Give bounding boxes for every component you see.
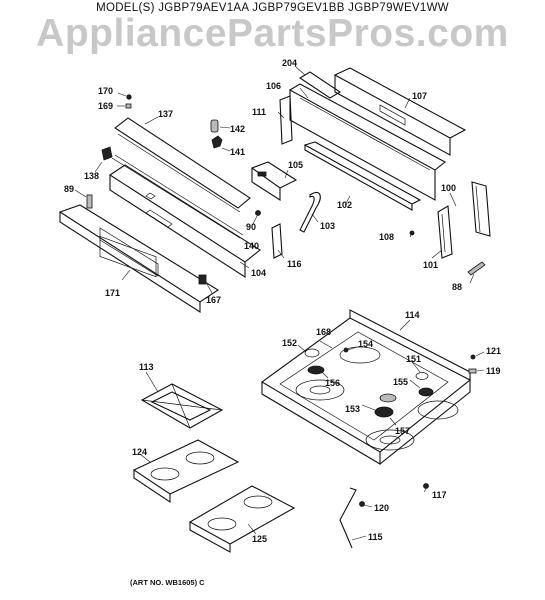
callout-116: 116: [287, 259, 302, 269]
callout-107: 107: [412, 91, 427, 101]
part-155-burner: [418, 387, 434, 397]
callout-104: 104: [251, 268, 266, 278]
callout-138: 138: [84, 171, 99, 181]
callout-125: 125: [252, 534, 267, 544]
watermark-text: AppliancePartsPros.com: [36, 12, 509, 55]
callout-119: 119: [486, 366, 501, 376]
model-numbers: MODEL(S) JGBP79AEV1AA JGBP79GEV1BB JGBP7…: [96, 2, 449, 14]
part-169-clip: [117, 103, 132, 109]
part-167-clip: [198, 274, 213, 294]
part-100-end-cap: [471, 181, 491, 237]
callout-101: 101: [423, 260, 438, 270]
part-panel-frame: [108, 164, 261, 279]
art-number: (ART NO. WB1605) C: [130, 578, 205, 587]
callout-89: 89: [64, 184, 74, 194]
part-138-bracket: [94, 146, 113, 173]
part-90-screw: [251, 210, 261, 227]
part-101-end-cap: [437, 205, 453, 259]
part-141-valve: [211, 135, 231, 152]
part-89-spacer: [74, 189, 93, 209]
part-171-control-panel: [58, 204, 220, 314]
part-154-orifice: [343, 347, 349, 353]
callout-152: 152: [282, 338, 297, 348]
part-204-strip: [294, 65, 342, 99]
callout-168: 168: [316, 327, 331, 337]
callout-204: 204: [282, 58, 297, 68]
part-157-cap: [379, 393, 397, 403]
part-119-clip: [468, 368, 477, 374]
callout-171: 171: [105, 288, 120, 298]
callout-155: 155: [393, 377, 408, 387]
callout-124: 124: [132, 447, 147, 457]
leader-lines: [121, 87, 485, 541]
part-137-trim-bar: [114, 117, 251, 213]
part-121-screw: [470, 354, 476, 360]
callout-115: 115: [368, 532, 383, 542]
callout-103: 103: [320, 221, 335, 231]
part-117-screw: [423, 483, 429, 489]
part-113-grate: [140, 383, 224, 429]
callout-113: 113: [139, 362, 154, 372]
callout-151: 151: [406, 354, 421, 364]
part-88-spacer: [467, 261, 486, 276]
callout-137: 137: [158, 109, 173, 119]
callout-106: 106: [266, 81, 281, 91]
part-107-vent-trim: [333, 67, 467, 156]
callout-154: 154: [358, 339, 373, 349]
part-111-end-bracket: [279, 95, 293, 145]
callout-140: 140: [244, 241, 259, 251]
callout-170: 170: [98, 86, 113, 96]
callout-142: 142: [230, 124, 245, 134]
callout-90: 90: [246, 222, 256, 232]
callout-102: 102: [337, 200, 352, 210]
callout-121: 121: [486, 346, 501, 356]
callout-156: 156: [325, 378, 340, 388]
callout-120: 120: [374, 503, 389, 513]
callout-labels: 170 169 137 142 141 138 89 140 90 104 16…: [64, 58, 501, 544]
callout-117: 117: [432, 490, 447, 500]
callout-157: 157: [395, 426, 410, 436]
part-115-gas-tube: [339, 487, 357, 549]
part-120-fitting: [359, 501, 365, 507]
callout-114: 114: [405, 310, 420, 320]
part-103-hinge: [299, 191, 321, 233]
callout-105: 105: [288, 160, 303, 170]
callout-141: 141: [230, 147, 245, 157]
part-142-knob: [210, 119, 231, 133]
callout-169: 169: [98, 101, 113, 111]
part-151-cap: [415, 372, 429, 380]
callout-153: 153: [345, 404, 360, 414]
callout-100: 100: [441, 183, 456, 193]
callout-88: 88: [452, 282, 462, 292]
part-156-burner: [307, 365, 325, 375]
callout-111: 111: [252, 107, 266, 117]
part-102-lower-trim: [303, 141, 422, 211]
callout-167: 167: [206, 295, 221, 305]
part-114-cooktop: [261, 309, 472, 465]
part-170-screw: [117, 92, 132, 100]
callout-108: 108: [379, 232, 394, 242]
part-105-control-board: [250, 161, 298, 202]
part-116-bracket: [271, 223, 283, 259]
part-153-burner: [374, 406, 394, 418]
part-152-cap: [304, 348, 320, 358]
part-124-drip-pan: [132, 439, 240, 504]
part-140-tube: [111, 154, 244, 239]
part-125-drip-pan: [188, 485, 296, 553]
